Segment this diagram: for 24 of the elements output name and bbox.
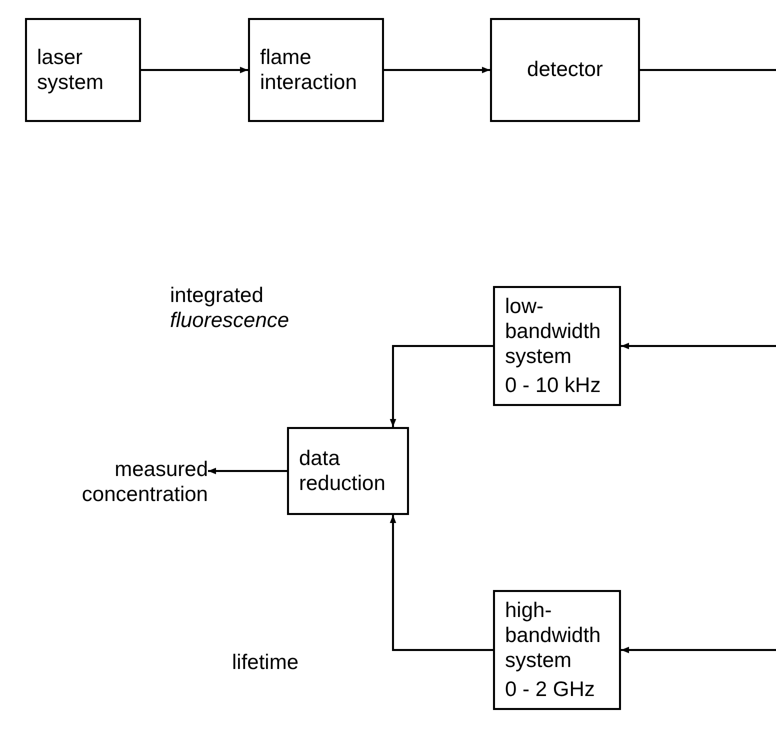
process-box — [493, 590, 621, 710]
box-label: high- bandwidth system — [505, 598, 602, 674]
process-box — [25, 18, 141, 122]
box-label: flame interaction — [260, 44, 358, 96]
box-label: detector — [526, 57, 604, 83]
arrow — [390, 515, 493, 651]
process-box — [490, 18, 640, 122]
box-label: data reduction — [299, 446, 386, 496]
frequency-range: 0 - 2 GHz — [505, 677, 596, 702]
process-box — [248, 18, 384, 122]
box-label: low- bandwidth system — [505, 294, 602, 370]
process-box — [287, 427, 409, 515]
signal-label: integrated fluorescence — [170, 283, 290, 334]
output-label: measured concentration — [80, 456, 208, 508]
arrow — [390, 345, 493, 427]
arrow — [384, 66, 490, 74]
box-label: laser system — [37, 44, 105, 96]
arrow — [141, 66, 248, 74]
arrow — [621, 646, 776, 654]
process-box — [493, 286, 621, 406]
arrow — [208, 468, 287, 474]
signal-label: lifetime — [232, 650, 300, 676]
frequency-range: 0 - 10 kHz — [505, 373, 602, 398]
arrow — [621, 342, 776, 350]
